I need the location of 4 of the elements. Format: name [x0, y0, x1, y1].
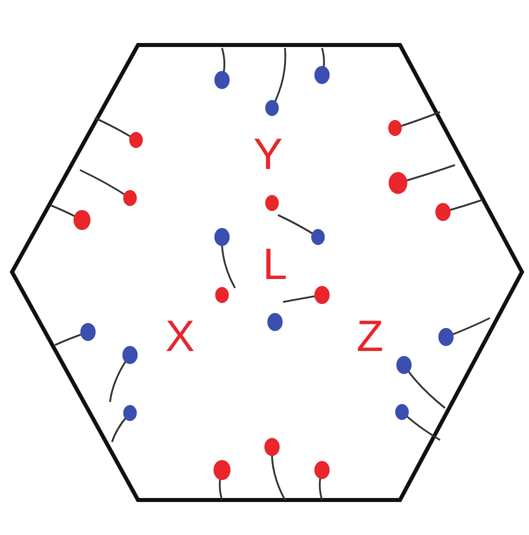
site-letter: Y [253, 133, 283, 177]
site-letter: Z [356, 315, 384, 359]
site-letter: L [262, 243, 288, 287]
site-letter: X [165, 315, 195, 359]
